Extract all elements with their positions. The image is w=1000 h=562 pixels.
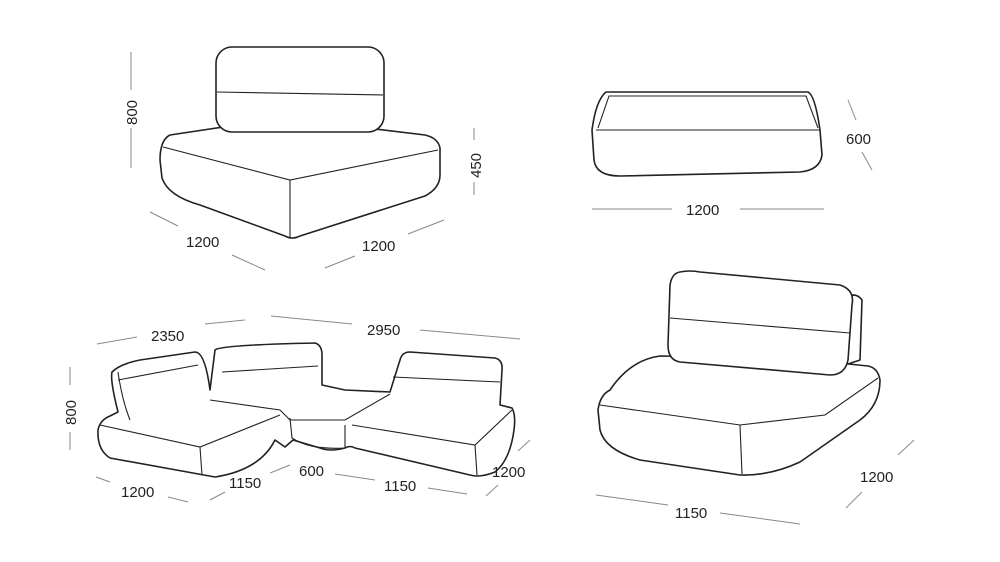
corner-chair-width-right-label: 1200: [362, 238, 395, 255]
ottoman-dimensions: 600 1200: [592, 99, 873, 219]
ottoman-width-label: 1200: [686, 202, 719, 219]
sofa-height-label: 800: [63, 400, 80, 425]
ottoman-drawing: [591, 91, 823, 177]
assembled-sofa-drawing: [97, 342, 516, 478]
chair-depth-label: 1200: [860, 469, 893, 486]
corner-chair-width-left-label: 1200: [186, 234, 219, 251]
chair-width-label: 1150: [675, 505, 707, 522]
sofa-left-length-label: 2350: [151, 328, 184, 345]
corner-chair-drawing: [159, 46, 441, 239]
assembled-sofa-dimensions: 2350 2950 800 1200 1150 600 1150 1200: [63, 315, 531, 503]
sofa-depth-left-label: 1200: [121, 484, 154, 501]
ottoman-height-label: 600: [846, 131, 871, 148]
sofa-middle-label: 600: [299, 463, 324, 480]
corner-chair-seat-height-label: 450: [468, 153, 485, 178]
armless-chair-dimensions: 1150 1200: [595, 439, 915, 525]
corner-chair-height-label: 800: [124, 100, 141, 125]
sofa-right-length-label: 2950: [367, 322, 400, 339]
corner-chair-dimensions: 800 450 1200 1200: [124, 52, 485, 271]
sofa-depth-right-label: 1200: [492, 464, 525, 481]
sofa-module-right-label: 1150: [384, 478, 416, 495]
armless-chair-drawing: [597, 270, 881, 476]
sofa-module-left-label: 1150: [229, 475, 261, 492]
